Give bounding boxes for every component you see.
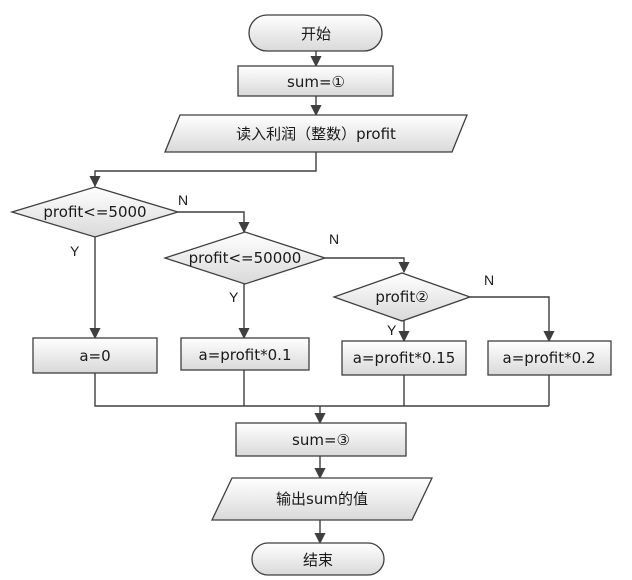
assign-a-02-label: a=profit*0.2 [503,349,596,367]
decision-1-label: profit<=5000 [43,203,146,221]
decision-1-yes-label: Y [70,243,80,259]
init-sum-node: sum=① [237,65,394,97]
update-sum-label: sum=③ [292,431,350,449]
decision-3-label: profit② [375,288,428,306]
start-node: 开始 [248,14,383,52]
read-input-node: 读入利润（整数）profit [164,114,468,153]
decision-1-no-label: N [178,192,188,208]
assign-a-015-node: a=profit*0.15 [341,340,467,376]
edge-decision1-no [178,211,250,234]
end-node: 结束 [251,542,385,576]
decision-3-no-label: N [484,272,494,288]
decision-2-no-label: N [329,231,339,247]
init-sum-label: sum=① [287,73,345,91]
branch-labels: N Y N Y N Y [70,192,494,338]
assign-a-zero-label: a=0 [79,347,110,365]
assign-a-01-node: a=profit*0.1 [180,337,310,371]
end-label: 结束 [303,551,333,569]
edge-read-to-decision1 [89,152,317,188]
update-sum-node: sum=③ [235,422,407,457]
assign-a-015-label: a=profit*0.15 [353,349,456,367]
edge-merge-a0 [94,373,549,407]
assign-a-01-label: a=profit*0.1 [199,346,292,364]
assign-a-zero-node: a=0 [32,337,158,374]
connectors [89,51,555,545]
output-label: 输出sum的值 [276,490,368,508]
edge-decision2-no [325,257,410,274]
decision-3-yes-label: Y [387,322,397,338]
read-input-label: 读入利润（整数）profit [236,125,396,143]
start-label: 开始 [301,25,331,43]
decision-1-node: profit<=5000 [9,186,181,238]
decision-3-node: profit② [332,272,472,322]
edge-decision3-no [470,296,555,343]
decision-2-yes-label: Y [229,289,239,305]
decision-2-label: profit<=50000 [189,249,302,267]
decision-2-node: profit<=50000 [162,231,328,285]
output-node: 输出sum的值 [210,477,434,521]
assign-a-02-node: a=profit*0.2 [487,340,612,376]
